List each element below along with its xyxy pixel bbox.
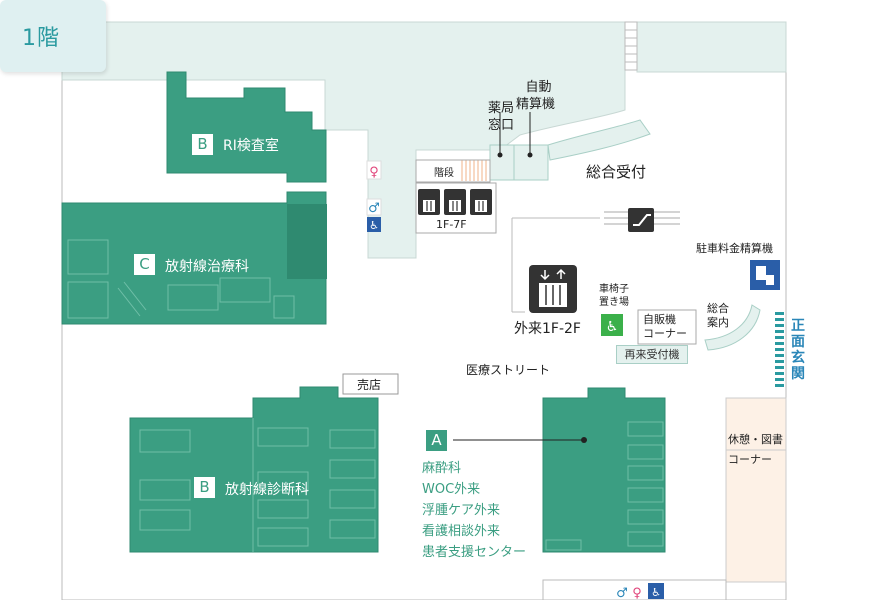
pharmacy-label: 薬局 窓口 <box>488 100 514 134</box>
medical-street-label: 医療ストリート <box>466 363 551 377</box>
vending-label: 自販機 コーナー <box>643 313 687 341</box>
info-desk <box>704 304 761 351</box>
therapy-inner-block <box>287 204 327 279</box>
dept-a-list: 麻酔科 WOC外来 浮腫ケア外来 看護相談外来 患者支援センター <box>422 458 526 563</box>
male-restroom-icon: ♂ <box>616 586 628 600</box>
diagnostic-room-shape <box>129 386 379 553</box>
svg-text:♿: ♿ <box>651 586 661 599</box>
info-desk-label: 総合 案内 <box>707 302 729 330</box>
stairs-label: 階段 <box>434 168 454 179</box>
accessible-restroom-icon <box>367 217 381 232</box>
floor-label: 1階 <box>22 26 60 51</box>
main-entrance-label: 正面玄関 <box>791 318 805 382</box>
svg-text:♿: ♿ <box>369 219 379 232</box>
wheelchair-storage-label: 車椅子 置き場 <box>599 283 629 309</box>
dept-a-item: 看護相談外来 <box>422 524 501 539</box>
wheelchair-storage-line: 置き場 <box>599 297 629 308</box>
female-restroom-icon: ♀ <box>632 586 642 600</box>
light-hall-area <box>61 21 626 259</box>
info-desk-line: 案内 <box>707 316 729 329</box>
dept-a-item: WOC外来 <box>422 482 481 497</box>
radio-diag-label: 放射線診断科 <box>225 482 309 498</box>
auto-pay-label-line: 自動 <box>525 80 552 95</box>
floor-badge: 1階 <box>0 0 106 72</box>
restroom-strip <box>542 579 727 600</box>
outpatient-corridor-lines <box>511 217 600 313</box>
svg-text:♂: ♂ <box>368 201 380 216</box>
wheelchair-icon <box>601 314 623 336</box>
badge-b-diag: B <box>194 477 215 498</box>
vending-label-line: 自販機 <box>643 313 676 326</box>
dept-a-item: 患者支援センター <box>422 545 527 560</box>
shop-label: 売店 <box>357 378 382 392</box>
reception-counter <box>547 119 651 161</box>
rest-corner-area <box>725 397 787 583</box>
pharmacy-counter <box>489 144 515 181</box>
badge-a: A <box>426 430 447 451</box>
dept-a-item: 麻酔科 <box>422 461 462 476</box>
auto-pay-label: 自動 精算機 <box>516 79 555 113</box>
ri-room-label: RI検査室 <box>223 138 279 154</box>
rest-corner-label: 休憩・図書 コーナー <box>728 430 783 470</box>
badge-b-ri: B <box>192 134 213 155</box>
dept-a-room-shape <box>542 387 666 553</box>
pharmacy-label-line: 窓口 <box>488 118 515 133</box>
parking-pay-label: 駐車料金精算機 <box>696 242 773 255</box>
shop-box <box>342 373 399 395</box>
revisit-machine-box: 再来受付機 <box>616 345 688 364</box>
vending-area <box>637 309 697 345</box>
auto-pay-counter <box>513 144 549 181</box>
dept-a-item: 浮腫ケア外来 <box>422 503 501 518</box>
light-room-top-right <box>636 21 787 73</box>
male-restroom-icon <box>366 198 382 216</box>
vending-label-line: コーナー <box>643 327 687 340</box>
dept-a-pointer-dot <box>581 437 587 443</box>
stairs-box <box>415 159 491 183</box>
radio-therapy-label: 放射線治療科 <box>165 259 249 275</box>
outpatient-elevator-label: 外来1F-2F <box>514 321 581 337</box>
rest-corner-line: コーナー <box>728 453 772 466</box>
wheelchair-storage-line: 車椅子 <box>599 284 629 295</box>
pharmacy-label-line: 薬局 <box>488 101 515 116</box>
therapy-room-shape <box>61 191 327 325</box>
auto-pay-label-line: 精算機 <box>516 97 556 112</box>
svg-text:♀: ♀ <box>369 165 379 180</box>
escalator-icon <box>628 208 654 232</box>
accessible-restroom-icon <box>648 583 664 599</box>
main-entrance-stripes <box>775 312 784 387</box>
elevator-range-label: 1F-7F <box>436 218 467 231</box>
svg-text:♿: ♿ <box>606 319 619 335</box>
info-desk-line: 総合 <box>707 302 729 315</box>
rest-corner-line: 休憩・図書 <box>728 433 783 446</box>
reception-label: 総合受付 <box>586 163 647 181</box>
badge-c: C <box>134 254 155 275</box>
female-restroom-icon <box>366 160 382 180</box>
